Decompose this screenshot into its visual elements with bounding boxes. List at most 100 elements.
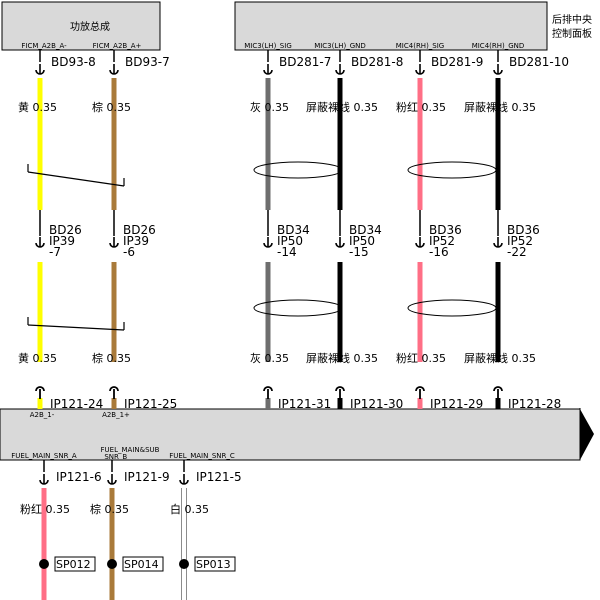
bottom-connector-label-w3: IP121-31 (278, 397, 331, 411)
bottom-plug-w2-arch (109, 386, 119, 392)
amplifier-module: 功放总成 FICM_A2B_A- FICM_A2B_A+ (1, 1, 161, 51)
bottom-plug-w1-arch (35, 386, 45, 392)
rear-panel-title-line-1: 后排中央 (552, 13, 592, 26)
rear-control-panel-box (234, 1, 548, 51)
bus-top-pin-label-1: A2B_1- (30, 411, 55, 419)
top-connector-label-w6: BD281-10 (509, 55, 569, 69)
bus-bottom-pin-label-3: FUEL_MAIN_SNR_C (169, 452, 235, 460)
top-connector-label-w5: BD281-9 (431, 55, 483, 69)
wire-label-top-w3: 灰 0.35 (250, 100, 289, 114)
splice-box-lw1 (54, 556, 96, 572)
wire-label-bottom-w5: 粉红 0.35 (396, 352, 446, 365)
splice-dot-lw2 (107, 559, 117, 569)
twist-line-2 (27, 324, 125, 331)
bus-connector-arrow (580, 409, 594, 460)
bottom-connector-label-w2: IP121-25 (124, 397, 177, 411)
top-connector-label-w1: BD93-8 (51, 55, 96, 69)
lower-connector-label-lw1: IP121-6 (56, 470, 102, 484)
mid-connector-label-3-w2: -6 (123, 245, 135, 259)
wire-label-top-w2: 棕 0.35 (92, 100, 131, 114)
splice-dot-lw1 (39, 559, 49, 569)
bus-bottom-pin-label-2a: FUEL_MAIN&SUB (101, 446, 160, 454)
wire-label-bottom-w6: 屏蔽裸线 0.35 (464, 351, 536, 365)
mid-connector-label-1-w3: BD34 (277, 223, 310, 237)
top-connector-label-w3: BD281-7 (279, 55, 331, 69)
mid-connector-label-2-w4: IP50 (349, 234, 375, 248)
lower-wire-label-lw3: 白 0.35 (170, 502, 209, 516)
mid-connector-label-3-w4: -15 (349, 245, 369, 259)
bus-bottom-pin-label-1: FUEL_MAIN_SNR_A (11, 452, 77, 460)
mid-connector-label-1-w1: BD26 (49, 223, 82, 237)
splice-label-lw2: SP014 (124, 558, 159, 571)
lower-connector-label-lw3: IP121-5 (196, 470, 242, 484)
mid-connector-label-2-w5: IP52 (429, 234, 455, 248)
mid-connector-label-2-w2: IP39 (123, 234, 149, 248)
wire-label-bottom-w4: 屏蔽裸线 0.35 (306, 351, 378, 365)
splice-dot-lw3 (179, 559, 189, 569)
wire-label-bottom-w3: 灰 0.35 (250, 351, 289, 365)
shield-ellipse-left-2 (253, 299, 343, 317)
lower-wire-label-lw1: 粉红 0.35 (20, 503, 70, 516)
bottom-plug-w5-arch (415, 386, 425, 392)
mid-connector-label-2-w3: IP50 (277, 234, 303, 248)
amp-pin-label-1: FICM_A2B_A- (21, 42, 67, 50)
mid-connector-label-1-w6: BD36 (507, 223, 540, 237)
twist-line-1 (27, 171, 125, 187)
bottom-plug-w4-arch (335, 386, 345, 392)
mid-connector-label-3-w6: -22 (507, 245, 527, 259)
mid-connector-label-1-w4: BD34 (349, 223, 382, 237)
lower-wire-label-lw2: 棕 0.35 (90, 502, 129, 516)
shield-ellipse-left-1 (253, 161, 343, 179)
splice-label-lw1: SP012 (56, 558, 91, 571)
wire-label-bottom-w2: 棕 0.35 (92, 351, 131, 365)
bus-bottom-pin-label-2b: _SNR_B (100, 453, 128, 461)
lower-connector-label-lw2: IP121-9 (124, 470, 170, 484)
bottom-connector-label-w6: IP121-28 (508, 397, 561, 411)
splice-box-lw3 (194, 556, 236, 572)
rear-panel-title-line-2: 控制面板 (552, 27, 592, 40)
wire-label-bottom-w1: 黄 0.35 (18, 351, 57, 365)
mid-connector-label-2-w1: IP39 (49, 234, 75, 248)
mid-connector-label-3-w5: -16 (429, 245, 449, 259)
mid-connector-label-3-w1: -7 (49, 245, 61, 259)
amplifier-module-box (1, 1, 161, 51)
mid-connector-label-3-w3: -14 (277, 245, 297, 259)
wire-label-top-w1: 黄 0.35 (18, 100, 57, 114)
wire-label-top-w4: 屏蔽裸线 0.35 (306, 100, 378, 114)
splice-box-lw2 (122, 556, 164, 572)
shield-ellipse-right-2 (407, 299, 497, 317)
top-connector-label-w4: BD281-8 (351, 55, 403, 69)
rear-panel-pin-label-3: MIC4(RH)_SIG (396, 42, 444, 50)
bottom-connector-label-w1: IP121-24 (50, 397, 103, 411)
amplifier-module-title: 功放总成 (70, 20, 110, 33)
bus-top-pin-label-2: A2B_1+ (102, 411, 130, 419)
bus-connector-bar (0, 408, 581, 461)
bottom-connector-label-w4: IP121-30 (350, 397, 403, 411)
bus-connector-block: A2B_1- A2B_1+ FUEL_MAIN_SNR_A FUEL_MAIN&… (0, 408, 594, 461)
bottom-plug-w3-arch (263, 386, 273, 392)
splice-label-lw3: SP013 (196, 558, 231, 571)
mid-connector-label-1-w2: BD26 (123, 223, 156, 237)
bottom-plug-w6-arch (493, 386, 503, 392)
wire-label-top-w5: 粉红 0.35 (396, 101, 446, 114)
rear-panel-pin-label-1: MIC3(LH)_SIG (244, 42, 292, 50)
top-connector-label-w2: BD93-7 (125, 55, 170, 69)
mid-connector-label-1-w5: BD36 (429, 223, 462, 237)
rear-panel-pin-label-2: MIC3(LH)_GND (314, 42, 366, 50)
bottom-connector-label-w5: IP121-29 (430, 397, 483, 411)
amp-pin-label-2: FICM_A2B_A+ (93, 42, 142, 50)
rear-control-panel-module: 后排中央 控制面板 MIC3(LH)_SIG MIC3(LH)_GND MIC4… (234, 1, 592, 51)
mid-connector-label-2-w6: IP52 (507, 234, 533, 248)
rear-panel-pin-label-4: MIC4(RH)_GND (472, 42, 525, 50)
